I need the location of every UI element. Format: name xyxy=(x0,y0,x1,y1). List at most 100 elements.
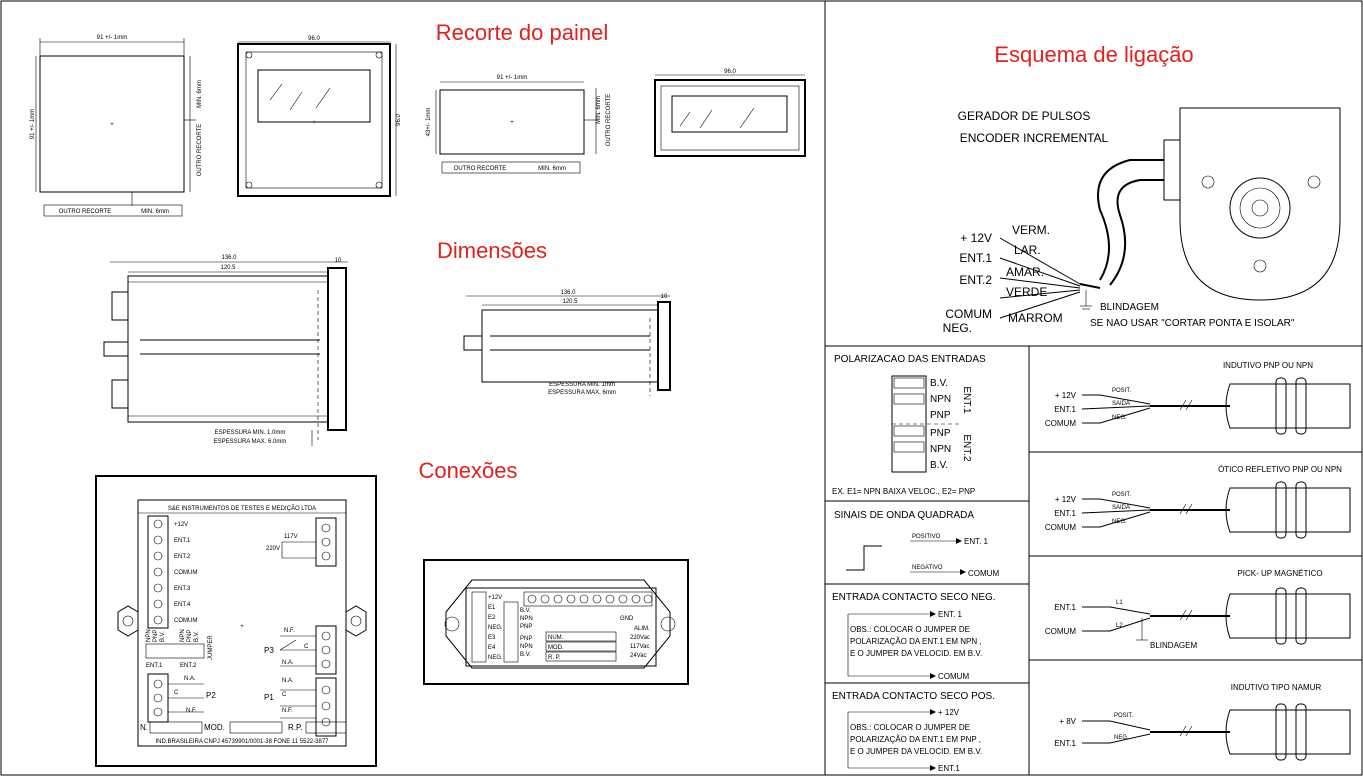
jumper-label: JUMPER xyxy=(208,635,214,660)
small-jumper-row: NPN xyxy=(520,616,533,622)
polarizacao-row: NPN xyxy=(930,394,951,405)
small-terminal: NEG. xyxy=(488,625,503,631)
sensor-wire: POSIT. xyxy=(1112,388,1131,394)
p3-na: N.A. xyxy=(282,660,294,666)
sensor-optical: ÓTICO REFLETIVO PNP OU NPN + 12V ENT.1 C… xyxy=(1045,465,1351,539)
encoder-line1: GERADOR DE PULSOS xyxy=(958,109,1091,123)
small-body: 120.5 xyxy=(562,299,578,305)
seco-pos-box: ENTRADA CONTACTO SECO POS. + 12V OBS.: C… xyxy=(832,691,995,773)
jumper-col: B.V. xyxy=(194,631,200,642)
sensor-left: COMUM xyxy=(1045,627,1076,636)
polarizacao-row: B.V. xyxy=(930,378,948,389)
polarizacao-row: PNP xyxy=(930,410,951,421)
p3-label: P3 xyxy=(264,646,274,655)
encoder-section: GERADOR DE PULSOS ENCODER INCREMENTAL + … xyxy=(943,107,1341,335)
sensor-title: PICK- UP MAGNÉTICO xyxy=(1237,569,1322,578)
small-side-view: 136.0 120.5 10 ESPESSURA MIN. 1mm ESPESS… xyxy=(463,290,671,396)
seco-pos-v12: + 12V xyxy=(938,708,960,717)
big-body: 120.5 xyxy=(220,265,236,271)
seco-neg-title: ENTRADA CONTACTO SECO NEG. xyxy=(832,592,996,603)
big-cutout: 91 +/- 1mm 91 +/- 1mm OUTRO RECORTE MIN.… xyxy=(30,35,203,217)
polarizacao-row: NPN xyxy=(930,444,951,455)
onda-neg: NEGATIVO xyxy=(912,565,943,571)
p1-na: N.A. xyxy=(282,678,294,684)
polarizacao-row: PNP xyxy=(930,428,951,439)
p1-c: C xyxy=(282,692,287,698)
label-mod: MOD. xyxy=(204,723,225,732)
svg-text:+: + xyxy=(240,624,244,630)
label-rp: R.P. xyxy=(288,723,303,732)
sensor-left: ENT.1 xyxy=(1054,405,1076,414)
terminal-label: ENT.3 xyxy=(174,586,191,592)
encoder-wire: AMAR. xyxy=(1006,265,1044,279)
sensor-wire: NEG. xyxy=(1112,519,1127,525)
terminal-label: ENT.1 xyxy=(174,538,191,544)
small-total: 136.0 xyxy=(560,290,576,296)
terminal-label: COMUM xyxy=(174,618,197,624)
jumper-col: PNP xyxy=(153,630,159,642)
small-jumper-row: PNP xyxy=(520,636,532,642)
sensor-wire: POSIT. xyxy=(1114,713,1133,719)
sensor-left: + 12V xyxy=(1055,495,1077,504)
seco-pos-obs: OBS.: COLOCAR O JUMPER DE xyxy=(850,723,970,732)
jumper-col: B.V. xyxy=(160,631,166,642)
small-terminal: E3 xyxy=(488,635,496,641)
sensor-left: + 12V xyxy=(1055,391,1077,400)
big-cutout-outro-h: OUTRO RECORTE xyxy=(59,209,112,215)
encoder-in: NEG. xyxy=(943,321,972,335)
small-jumper-row: B.V. xyxy=(520,608,531,614)
sensor-title: INDUTIVO TIPO NAMUR xyxy=(1231,683,1322,692)
small-terminal-labels: +12V E1 E2 NEG. E3 E4 NEG. xyxy=(488,595,503,661)
sensor-wire: L2 xyxy=(1116,623,1123,629)
sensor-left: + 8V xyxy=(1059,717,1076,726)
sensor-wire: NEG. xyxy=(1114,735,1129,741)
small-alim-opt: 24Vac xyxy=(630,653,647,659)
small-cutout: 91 +/- 1mm 43+/- 1mm MIN. 6mm OUTRO RECO… xyxy=(426,75,612,174)
jumper-block: NPN PNP B.V. NPN PNP B.V. JUMPER ENT.1 E… xyxy=(145,629,214,669)
polarizacao-example: EX. E1= NPN BAIXA VELOC., E2= PNP xyxy=(832,487,975,496)
encoder-in: ENT.2 xyxy=(959,273,992,287)
small-alim: ALIM. xyxy=(634,626,650,632)
conexoes-title: Conexões xyxy=(418,458,517,483)
small-terminal: NEG. xyxy=(488,655,503,661)
encoder-wires xyxy=(999,237,1101,319)
small-terminal: E1 xyxy=(488,605,496,611)
big-cutout-outro-v: OUTRO RECORTE xyxy=(197,124,203,177)
small-jumper-row: PNP xyxy=(520,624,532,630)
sensor-wire: L1 xyxy=(1116,600,1123,606)
p2-na: N.A. xyxy=(184,676,196,682)
p3-nf: N.F. xyxy=(284,628,295,634)
small-jumper-row: B.V. xyxy=(520,652,531,658)
p1-label: P1 xyxy=(264,693,274,702)
seco-neg-obs: OBS.: COLOCAR O JUMPER DE xyxy=(850,625,970,634)
encoder-in: + 12V xyxy=(960,231,992,245)
seco-neg-box: ENTRADA CONTACTO SECO NEG. ENT. 1 OBS.: … xyxy=(832,592,996,681)
small-cutout-outro-h: OUTRO RECORTE xyxy=(454,166,507,172)
jumper-col: NPN xyxy=(180,629,186,642)
big-cutout-min-v: MIN. 6mm xyxy=(197,80,203,108)
small-cutout-height: 43+/- 1mm xyxy=(426,108,432,137)
small-esp-min: ESPESSURA MIN. 1mm xyxy=(549,382,615,388)
p2-label: P2 xyxy=(206,691,216,700)
onda-box: SINAIS DE ONDA QUADRADA POSITIVO ENT. 1 … xyxy=(834,510,999,578)
seco-pos-obs: E O JUMPER DA VELOCID. EM B.V. xyxy=(850,747,982,756)
polarizacao-ent1: ENT.1 xyxy=(961,386,972,414)
sensor-inductive: INDUTIVO PNP OU NPN + 12V ENT.1 COMUM PO… xyxy=(1045,361,1351,435)
recorte-title: Recorte do painel xyxy=(436,20,608,45)
polarizacao-box: POLARIZACAO DAS ENTRADAS B.V. NPN PNP PN… xyxy=(832,354,986,496)
p1-nf: N.F. xyxy=(282,708,293,714)
terminal-label: +12V xyxy=(174,522,188,528)
sensor-left: COMUM xyxy=(1045,419,1076,428)
sensor-title: INDUTIVO PNP OU NPN xyxy=(1223,361,1313,370)
jumper-col: PNP xyxy=(187,630,193,642)
seco-pos-obs: POLARIZAÇÃO DA ENT.1 EM PNP , xyxy=(850,735,981,744)
small-cutout-outro-v: OUTRO RECORTE xyxy=(606,94,612,147)
sensor-wire: SAIDA xyxy=(1112,401,1130,407)
big-total: 136.0 xyxy=(221,255,237,261)
sensor-wire: NEG. xyxy=(1112,415,1127,421)
big-esp-max: ESPESSURA MAX. 6.0mm xyxy=(214,439,287,445)
encoder-note: SE NAO USAR "CORTAR PONTA E ISOLAR" xyxy=(1090,318,1295,329)
small-front-face: 96.0 xyxy=(654,69,806,157)
